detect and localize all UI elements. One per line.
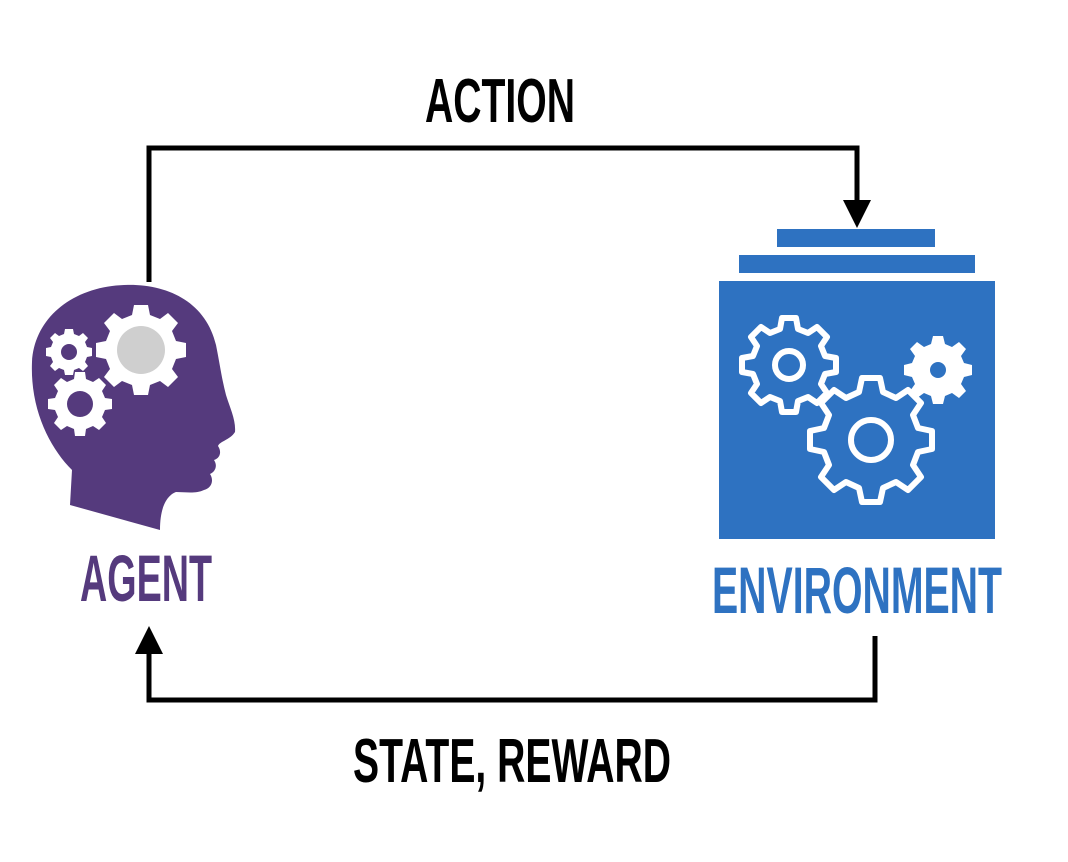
feedback-label: STATE, REWARD [353,727,671,796]
solid-gear-right-icon [904,336,972,404]
action-label: ACTION [425,67,575,136]
large-gear-icon [96,305,186,395]
action-arrow [146,145,871,282]
environment-box [719,281,995,539]
environment-top-bar [777,229,935,247]
environment-middle-bar [739,255,975,273]
outline-gear-left-icon [739,315,839,415]
environment-label: ENVIRONMENT [712,553,1002,627]
small-gear-icon [46,329,92,375]
agent-label: AGENT [80,541,212,615]
gears-box-icon [719,229,995,539]
outline-gear-large-icon [807,375,935,505]
head-with-gears-icon [31,284,236,530]
feedback-arrow [135,626,878,703]
medium-gear-icon [48,372,112,436]
